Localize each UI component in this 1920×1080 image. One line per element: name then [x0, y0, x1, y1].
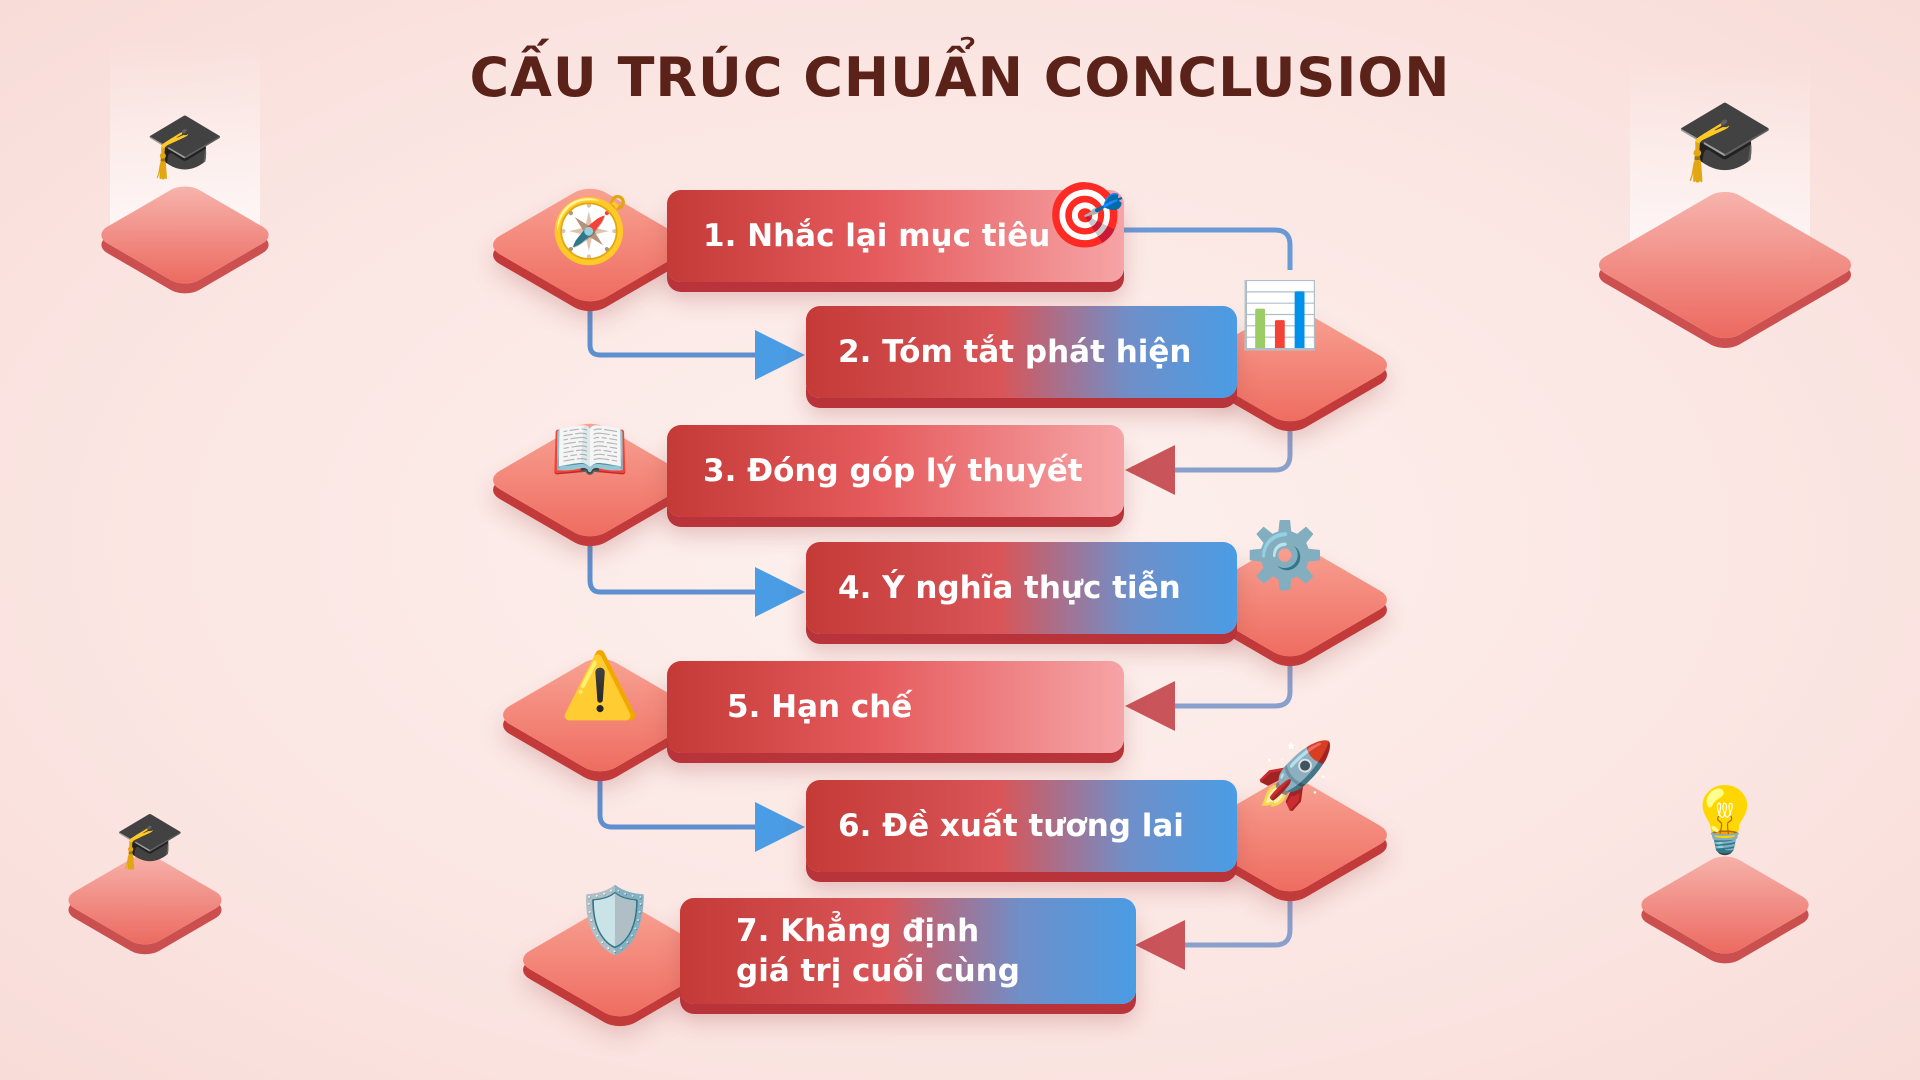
step-2-bar[interactable]: 2. Tóm tắt phát hiện [806, 306, 1237, 398]
lightbulb-icon: 💡 [1685, 783, 1765, 858]
step-6-bar[interactable]: 6. Đề xuất tương lai [806, 780, 1237, 872]
page-title: CẤU TRÚC CHUẨN CONCLUSION [469, 46, 1451, 109]
connector-3-4 [587, 545, 805, 617]
step-1-label: 1. Nhắc lại mục tiêu [703, 217, 1051, 254]
step-7-bar[interactable]: 7. Khẳng định giá trị cuối cùng [680, 898, 1136, 1004]
step-5-bar[interactable]: 5. Hạn chế [667, 661, 1124, 753]
step-3-bar[interactable]: 3. Đóng góp lý thuyết [667, 425, 1124, 517]
step-3-label: 3. Đóng góp lý thuyết [703, 452, 1083, 489]
graduation-cap-icon: 🎓 [145, 108, 225, 183]
graduation-cap-icon: 🎓 [1675, 93, 1775, 186]
connector-6-7 [1135, 895, 1293, 970]
connector-4-5 [1125, 660, 1293, 731]
rocket-icon: 🚀 [1255, 738, 1335, 813]
target-icon: 🎯 [1045, 178, 1125, 253]
step-5-label: 5. Hạn chế [727, 688, 913, 725]
step-6-label: 6. Đề xuất tương lai [838, 807, 1184, 844]
gears-icon: ⚙️ [1245, 518, 1325, 593]
step-4-label: 4. Ý nghĩa thực tiễn [838, 569, 1181, 606]
step-7-label: 7. Khẳng định giá trị cuối cùng [736, 912, 1020, 989]
graduation-cap-icon: 🎓 [115, 808, 185, 873]
connector-5-6 [597, 780, 805, 852]
connector-2-3 [1125, 420, 1293, 495]
connector-1-2 [587, 310, 805, 380]
shield-star-icon: 🛡️ [575, 883, 655, 958]
chart-check-icon: 📊 [1240, 278, 1320, 353]
step-4-bar[interactable]: 4. Ý nghĩa thực tiễn [806, 542, 1237, 634]
connector-1-top [1124, 227, 1293, 270]
step-2-label: 2. Tóm tắt phát hiện [838, 333, 1192, 370]
compass-icon: 🧭 [550, 193, 630, 268]
step-1-bar[interactable]: 1. Nhắc lại mục tiêu [667, 190, 1124, 282]
book-lightbulb-icon: 📖 [550, 413, 630, 488]
warning-icon: ⚠️ [560, 648, 640, 723]
